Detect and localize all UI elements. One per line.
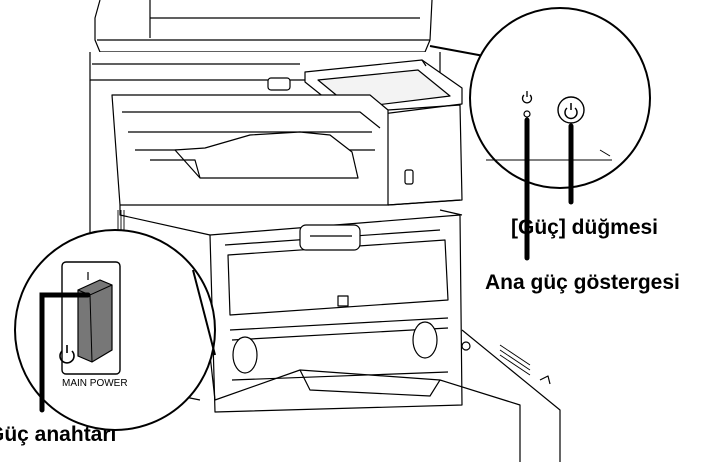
leader-lines — [39, 117, 574, 413]
main-power-caption: MAIN POWER — [62, 378, 128, 389]
main-power-indicator-lamp — [523, 110, 531, 118]
power-button-icon — [564, 103, 578, 120]
control-panel-inset — [429, 7, 651, 189]
leader-main-switch — [39, 292, 91, 413]
rocker-switch — [77, 279, 113, 363]
power-icon — [59, 345, 75, 364]
copier-illustration — [89, 0, 561, 462]
main-power-indicator-label: Ana güç göstergesi — [485, 271, 680, 294]
main-power-indicator-symbol — [521, 91, 533, 104]
main-power-switch-label: Güç anahtarı — [0, 423, 117, 446]
power-button-label: [Güç] düğmesi — [511, 216, 659, 239]
main-power-switch-inset: MAIN POWER — [14, 229, 216, 431]
